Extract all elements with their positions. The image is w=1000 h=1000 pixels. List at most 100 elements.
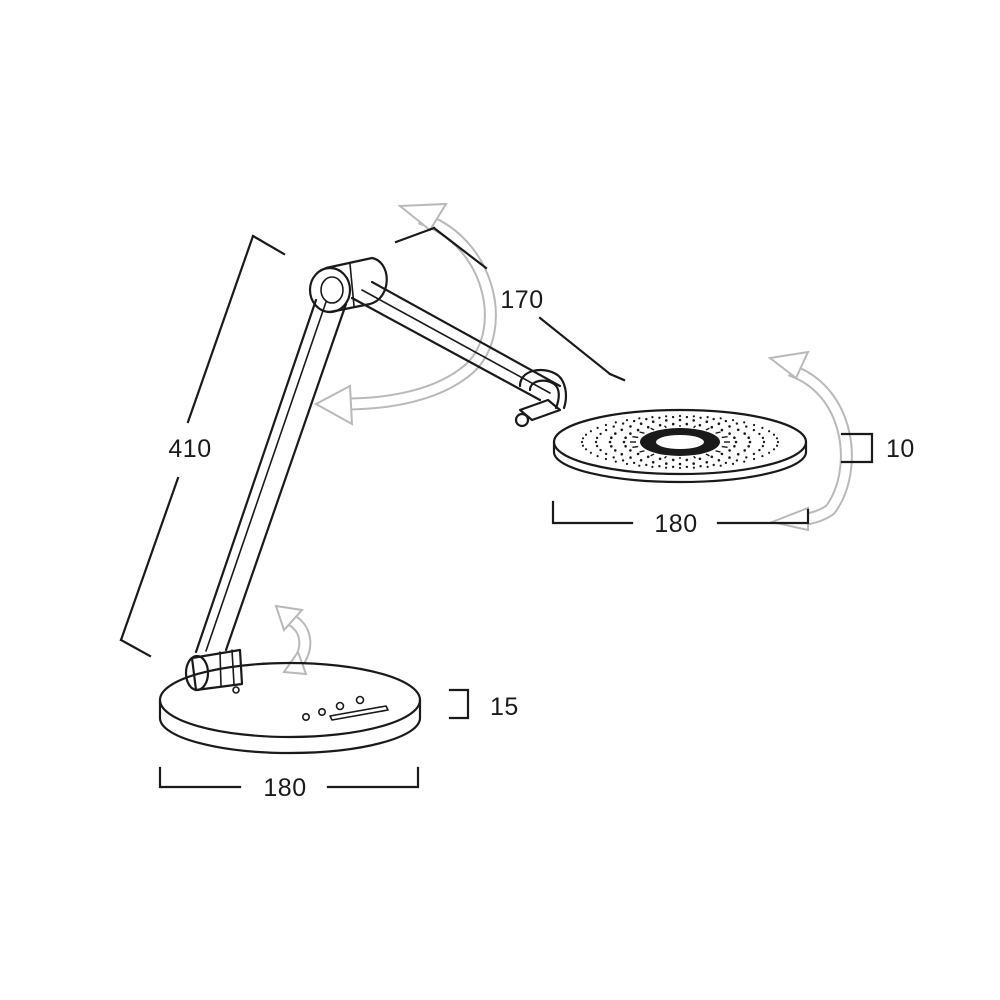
led-tick <box>693 425 696 429</box>
led-dot <box>768 451 771 454</box>
led-dot <box>646 455 650 459</box>
led-tick <box>664 425 667 429</box>
led-tick <box>705 453 710 457</box>
led-dot <box>776 440 780 444</box>
led-dot <box>733 436 736 440</box>
led-dot <box>706 465 709 468</box>
led-dot <box>692 466 696 469</box>
rotation-arrow-icon <box>767 350 853 532</box>
led-dot <box>720 428 724 432</box>
led-dot <box>620 452 624 456</box>
led-dot <box>651 416 654 419</box>
led-dot <box>747 436 750 440</box>
led-dot <box>724 461 728 465</box>
led-dot <box>720 452 724 456</box>
led-dot <box>658 457 662 461</box>
led-dot <box>712 417 715 421</box>
led-dot <box>596 455 599 458</box>
led-dot <box>604 423 608 427</box>
led-dot <box>645 417 648 421</box>
led-dot <box>719 464 722 467</box>
led-dot <box>705 420 709 424</box>
led-dot <box>743 460 746 463</box>
led-dot <box>636 428 640 432</box>
led-dot <box>717 459 721 462</box>
dimension-bracket-icon <box>119 234 286 658</box>
led-dot <box>761 444 765 448</box>
dimension-head-diameter-label: 180 <box>654 510 697 538</box>
led-dot <box>761 436 765 440</box>
dimension-arm-label: 170 <box>500 286 543 314</box>
led-dot <box>632 461 636 465</box>
led-dot <box>612 456 615 459</box>
led-dot <box>731 462 735 465</box>
led-dot <box>624 445 627 448</box>
led-dot <box>614 421 617 424</box>
dimension-bracket-icon <box>448 688 470 720</box>
led-dot <box>632 419 636 423</box>
led-dot <box>638 464 641 467</box>
led-dot <box>678 462 682 466</box>
led-tick <box>632 445 639 448</box>
led-dot <box>651 420 655 424</box>
led-dot <box>685 422 689 426</box>
led-dot <box>671 422 675 426</box>
led-tick <box>639 450 645 453</box>
led-dot <box>772 433 776 436</box>
led-dot <box>762 440 766 444</box>
led-dot <box>604 457 608 461</box>
dimension-head-thickness-label: 10 <box>886 435 915 463</box>
led-dot <box>745 456 748 459</box>
led-dot <box>610 436 613 440</box>
led-dot <box>671 465 675 469</box>
led-dot <box>685 465 689 469</box>
led-dot <box>639 459 643 462</box>
led-dot <box>728 425 731 428</box>
led-dot <box>758 448 761 452</box>
base-hinge <box>184 648 244 692</box>
led-dot <box>645 463 648 467</box>
led-dot <box>651 461 655 464</box>
led-dot <box>747 445 750 448</box>
led-dot <box>731 419 735 422</box>
dimension-base-diameter-label: 180 <box>263 774 306 802</box>
led-dot <box>685 415 689 419</box>
led-dot <box>629 456 632 459</box>
led-dot <box>728 456 731 459</box>
dimension-bracket-icon <box>551 500 810 525</box>
led-dot <box>728 449 731 452</box>
led-dot <box>735 459 739 462</box>
led-dot <box>624 436 627 440</box>
led-dot <box>610 445 613 448</box>
led-dot <box>699 416 702 419</box>
led-dot <box>651 465 654 468</box>
led-dot <box>678 466 682 470</box>
led-tick <box>650 453 655 457</box>
led-dot <box>665 415 668 418</box>
led-dot <box>775 437 779 440</box>
led-dot <box>692 415 696 418</box>
led-dot <box>743 432 746 435</box>
led-dot <box>775 444 779 447</box>
led-dot <box>604 428 608 432</box>
led-dot <box>614 460 617 463</box>
led-dot <box>621 459 625 462</box>
led-dot <box>745 425 748 428</box>
led-dot <box>692 462 695 465</box>
led-dot <box>604 452 608 456</box>
led-dot <box>698 423 702 427</box>
led-dot <box>614 449 617 452</box>
led-dot <box>595 444 599 448</box>
head-connector <box>514 368 567 428</box>
led-dot <box>581 444 585 447</box>
dimension-bracket-icon <box>158 766 420 789</box>
led-dot <box>692 419 695 422</box>
led-dot <box>595 436 599 440</box>
led-dot <box>768 430 771 433</box>
led-dot-pattern <box>580 414 780 470</box>
led-dot <box>671 458 675 462</box>
led-dot <box>665 466 668 469</box>
top-joint <box>308 256 388 314</box>
led-dot <box>599 448 602 452</box>
